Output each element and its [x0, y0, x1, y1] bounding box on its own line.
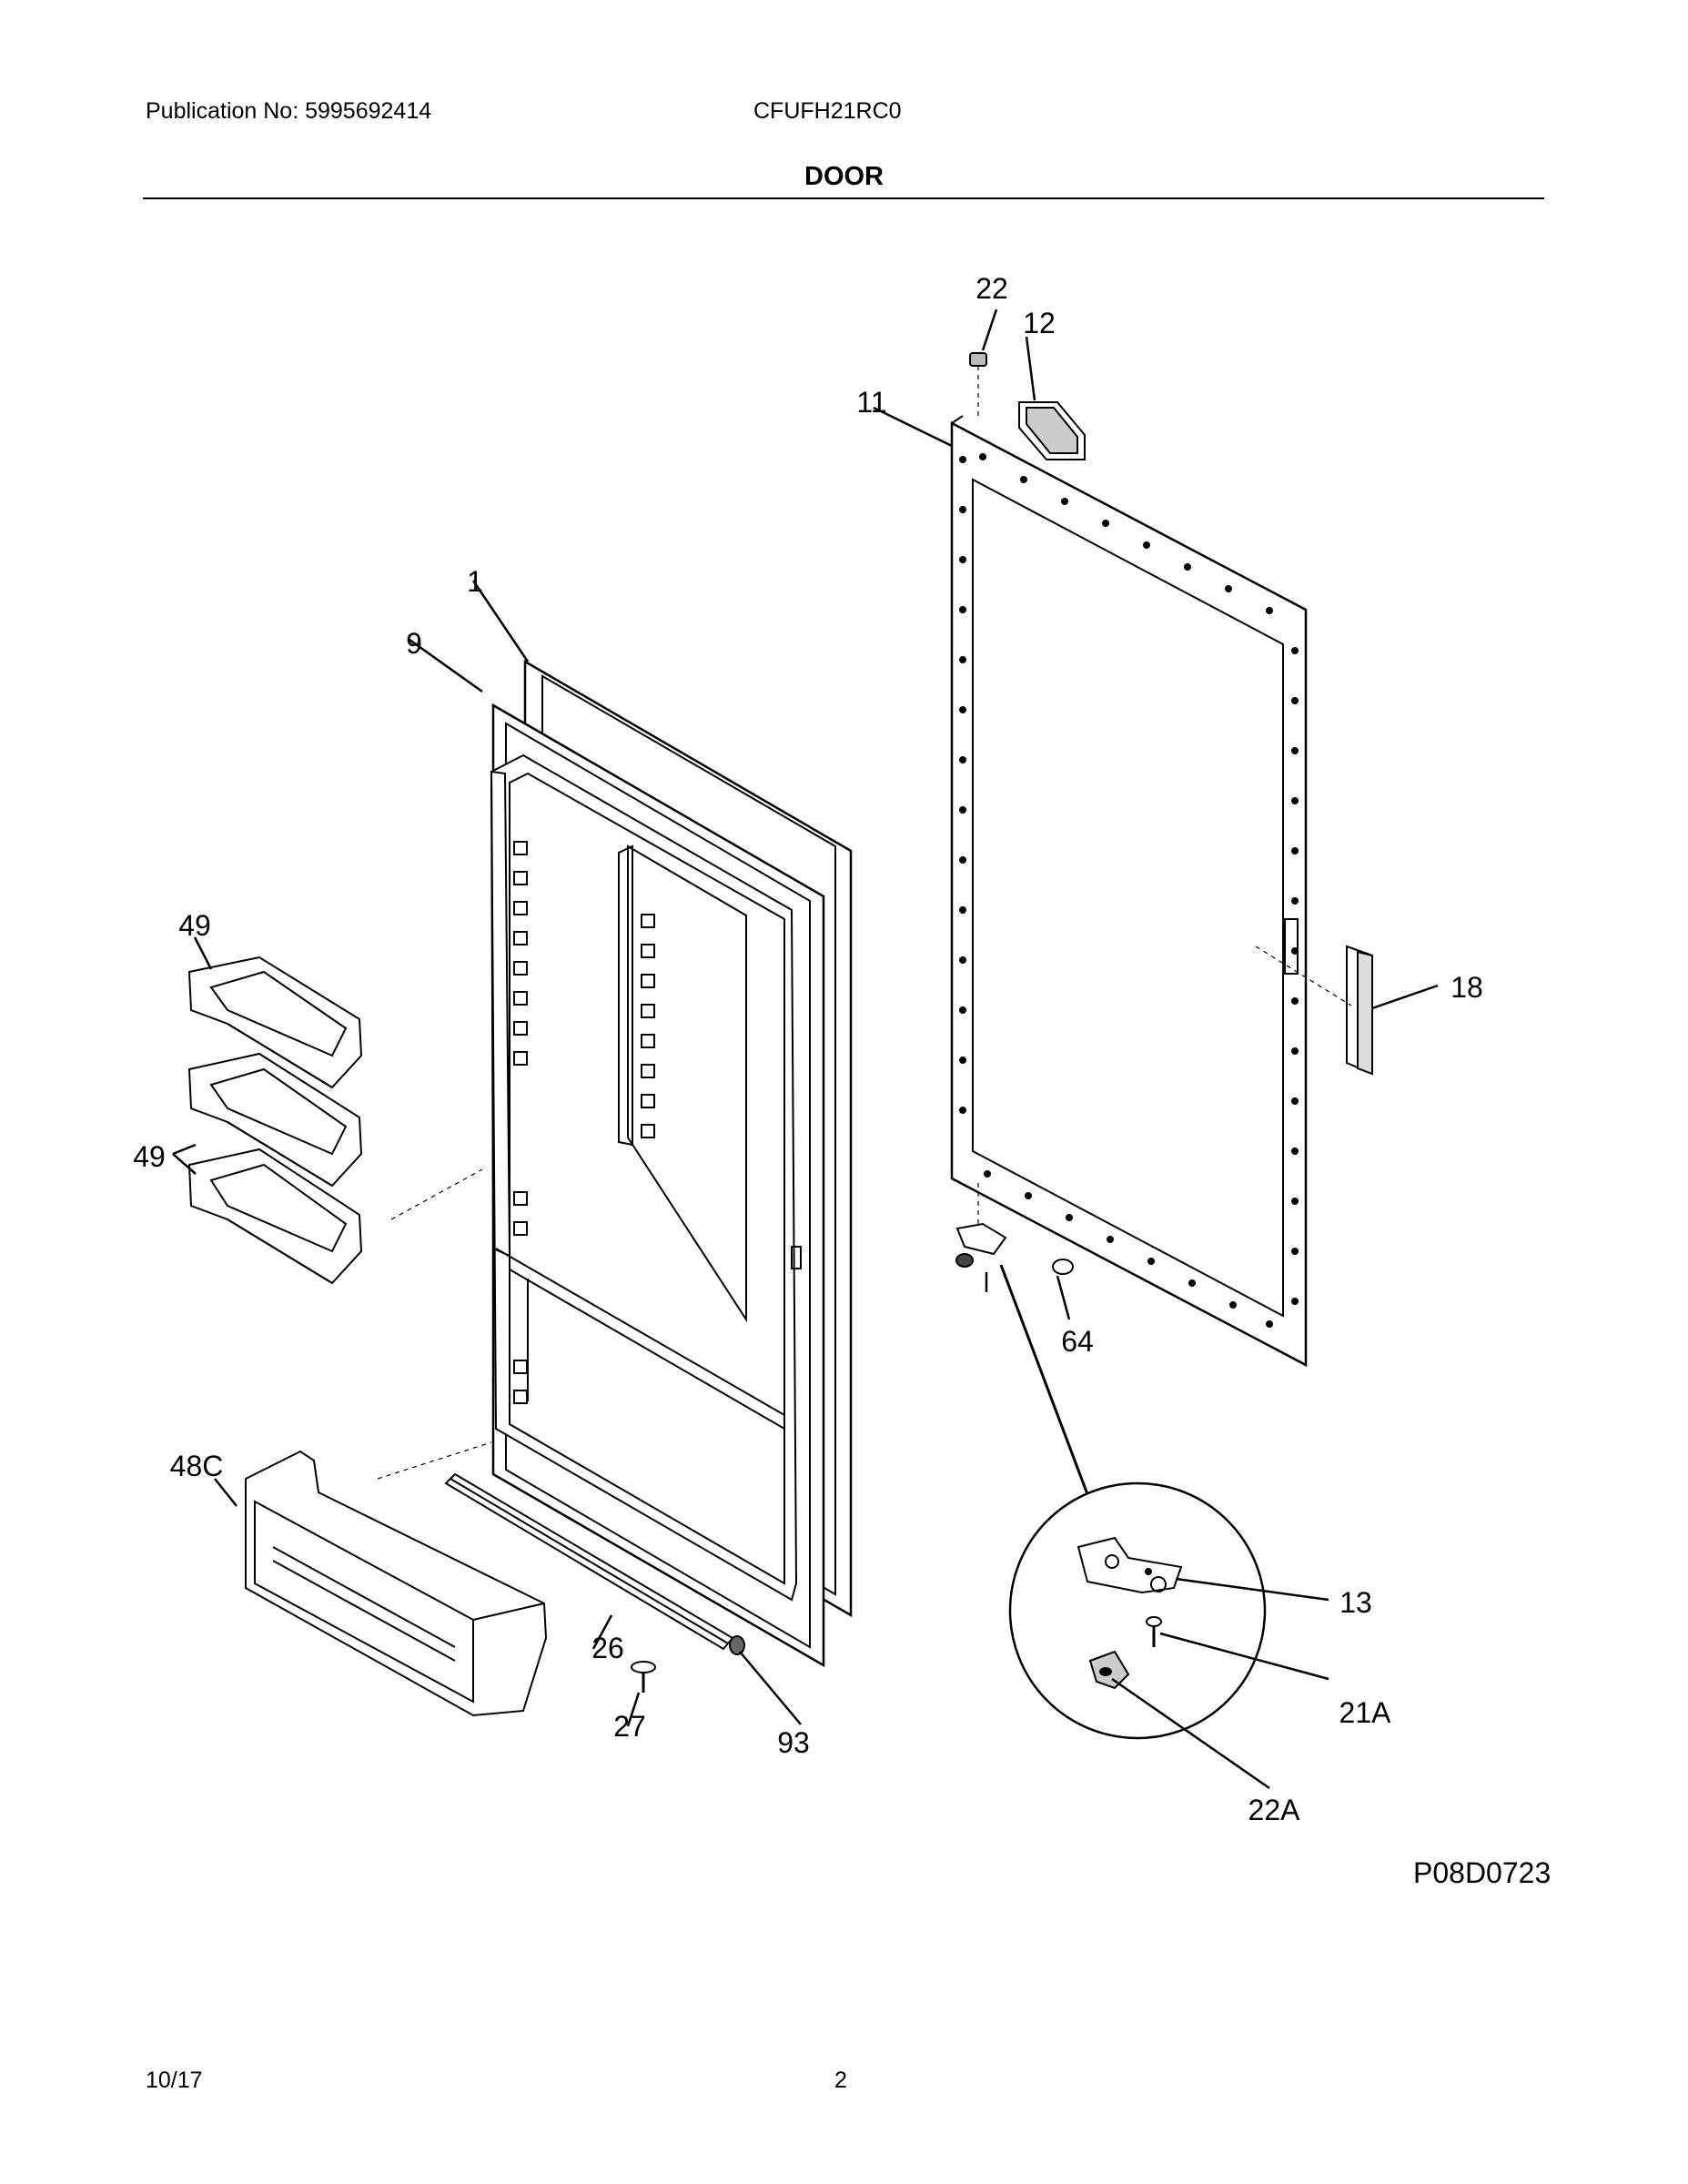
door-bin-lower — [187, 1148, 363, 1285]
dairy-bin — [245, 1450, 548, 1717]
callout-labels: 22 12 11 1 9 49 49 18 48C 64 13 26 21A 2… — [133, 272, 1483, 1826]
model-number: CFUFH21RC0 — [753, 98, 902, 124]
hinge-detail-view — [999, 1264, 1267, 1740]
callout-18: 18 — [1450, 971, 1483, 1004]
callout-21A: 21A — [1339, 1696, 1392, 1729]
door-handle — [1255, 945, 1373, 1076]
rail-screw — [631, 1661, 656, 1693]
top-screw — [969, 352, 987, 420]
panel-screw-holes — [959, 453, 1299, 1328]
callout-93: 93 — [777, 1726, 810, 1759]
callout-22: 22 — [975, 272, 1008, 305]
callout-48C: 48C — [170, 1450, 224, 1482]
figure-code: P08D0723 — [1413, 1856, 1552, 1889]
rail-end-cap — [729, 1635, 745, 1655]
callout-64: 64 — [1061, 1325, 1094, 1358]
callout-9: 9 — [406, 627, 422, 660]
door-bin-upper — [187, 956, 363, 1089]
callout-11: 11 — [856, 386, 886, 419]
callout-22A: 22A — [1248, 1794, 1301, 1826]
page-title: DOOR — [804, 162, 884, 191]
door-bin-middle — [187, 1052, 363, 1188]
callout-12: 12 — [1023, 307, 1056, 339]
callout-26: 26 — [591, 1632, 624, 1664]
footer-date: 10/17 — [146, 2068, 203, 2093]
door-liner — [490, 703, 825, 1668]
header-divider — [143, 197, 1544, 199]
callout-1: 1 — [467, 565, 483, 598]
leader-lines — [172, 308, 1439, 1790]
shelf-retainer-tabs — [513, 841, 655, 1404]
callout-49-lower: 49 — [133, 1140, 166, 1173]
outer-door-panel — [950, 415, 1308, 1368]
callout-49-upper: 49 — [178, 909, 211, 942]
publication-number: Publication No: 5995692414 — [146, 98, 432, 124]
callout-13: 13 — [1339, 1586, 1372, 1619]
callout-27: 27 — [613, 1710, 646, 1743]
badge-plate — [1018, 401, 1086, 460]
page-number: 2 — [834, 2068, 847, 2093]
hinge-bracket-parts — [955, 1183, 1074, 1292]
